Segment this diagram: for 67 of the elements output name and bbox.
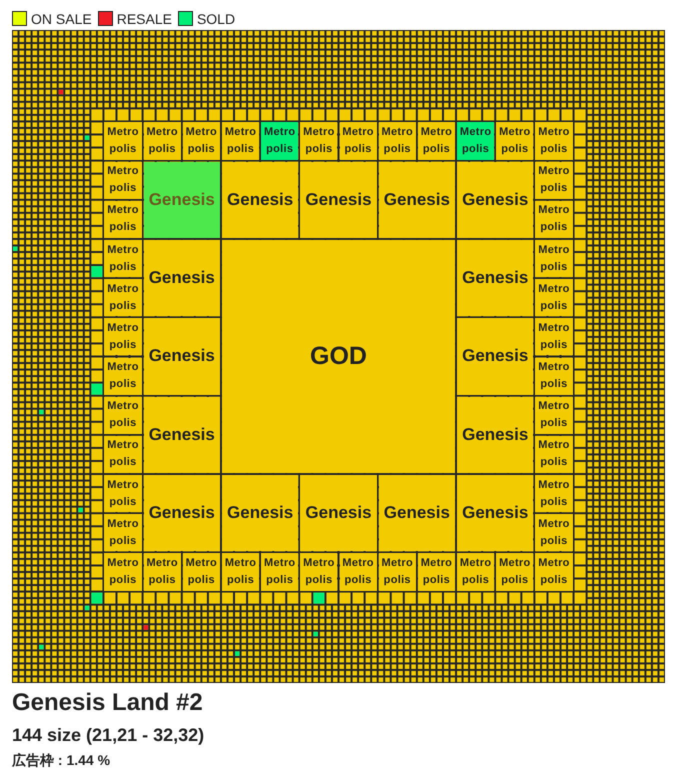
land-plot: Metro polis	[182, 553, 220, 591]
land-plot: Metro polis	[535, 122, 573, 160]
land-plot: Metro polis	[182, 122, 220, 160]
land-plot: Metro polis	[378, 553, 416, 591]
land-plot: Metro polis	[457, 553, 494, 591]
land-plot: Metro polis	[535, 396, 573, 434]
land-plot: Metro polis	[535, 162, 573, 199]
land-plot: Metro polis	[535, 514, 573, 552]
land-plot: Metro polis	[104, 436, 142, 474]
land-plot: Metro polis	[535, 318, 573, 356]
land-plot: Metro polis	[418, 122, 456, 160]
land-plot: Metro polis	[535, 358, 573, 395]
land-plot: Metro polis	[496, 122, 534, 160]
land-plot: Metro polis	[104, 475, 142, 512]
land-plot: Metro polis	[418, 553, 456, 591]
land-plot: Metro polis	[535, 200, 573, 238]
sold-land-plot: Metro polis	[261, 122, 298, 160]
land-plot: Metro polis	[104, 318, 142, 356]
land-plot: Metro polis	[261, 553, 298, 591]
land-plot: Genesis	[457, 475, 534, 552]
sold-land-plot: Metro polis	[457, 122, 494, 160]
land-plot: Metro polis	[104, 200, 142, 238]
land-plot: Genesis	[378, 162, 456, 238]
legend-label: SOLD	[196, 10, 236, 26]
land-plot: Metro polis	[104, 279, 142, 316]
land-plot: GOD	[222, 240, 456, 474]
land-plot: Genesis	[144, 318, 220, 395]
land-plot: Metro polis	[340, 553, 377, 591]
land-plot: Genesis	[378, 475, 456, 552]
land-plot: Metro polis	[222, 122, 260, 160]
land-plot: Metro polis	[535, 475, 573, 512]
land-plot: Metro polis	[104, 396, 142, 434]
land-plot: Metro polis	[535, 436, 573, 474]
land-plot: Metro polis	[104, 162, 142, 199]
legend-label: RESALE	[116, 10, 172, 26]
land-plot: Metro polis	[378, 122, 416, 160]
land-plot: Genesis	[457, 162, 534, 238]
land-plot: Metro polis	[300, 553, 338, 591]
land-plot: Genesis	[457, 396, 534, 474]
land-plot: Genesis	[457, 240, 534, 316]
size-label: 144 size (21,21 - 32,32)	[12, 724, 204, 747]
land-plot: Genesis	[144, 396, 220, 474]
legend-label: ON SALE	[31, 10, 92, 26]
land-plot: Metro polis	[104, 122, 142, 160]
land-plot: Metro polis	[104, 358, 142, 395]
land-plot: Metro polis	[535, 553, 573, 591]
land-plot: Genesis	[222, 475, 298, 552]
land-plot: Genesis	[457, 318, 534, 395]
land-plot: Metro polis	[104, 240, 142, 278]
land-plot: Genesis	[144, 240, 220, 316]
land-plot: Metro polis	[340, 122, 377, 160]
land-plot: Genesis	[300, 162, 377, 238]
ad-ratio-label: 広告枠 : 1.44 %	[12, 751, 112, 770]
land-plot: Genesis	[144, 475, 220, 552]
land-plot: Metro polis	[144, 553, 181, 591]
land-plot: Metro polis	[300, 122, 338, 160]
land-plot: Metro polis	[535, 240, 573, 278]
land-plot: Metro polis	[104, 514, 142, 552]
land-plot: Metro polis	[496, 553, 534, 591]
selected-land-plot: Genesis	[144, 162, 220, 238]
land-plot: Metro polis	[144, 122, 181, 160]
land-plot: Metro polis	[222, 553, 260, 591]
land-plot: Metro polis	[535, 279, 573, 316]
title: Genesis Land #2	[12, 688, 204, 718]
land-plot: Metro polis	[104, 553, 142, 591]
land-plot: Genesis	[300, 475, 377, 552]
land-plot: Genesis	[222, 162, 298, 238]
